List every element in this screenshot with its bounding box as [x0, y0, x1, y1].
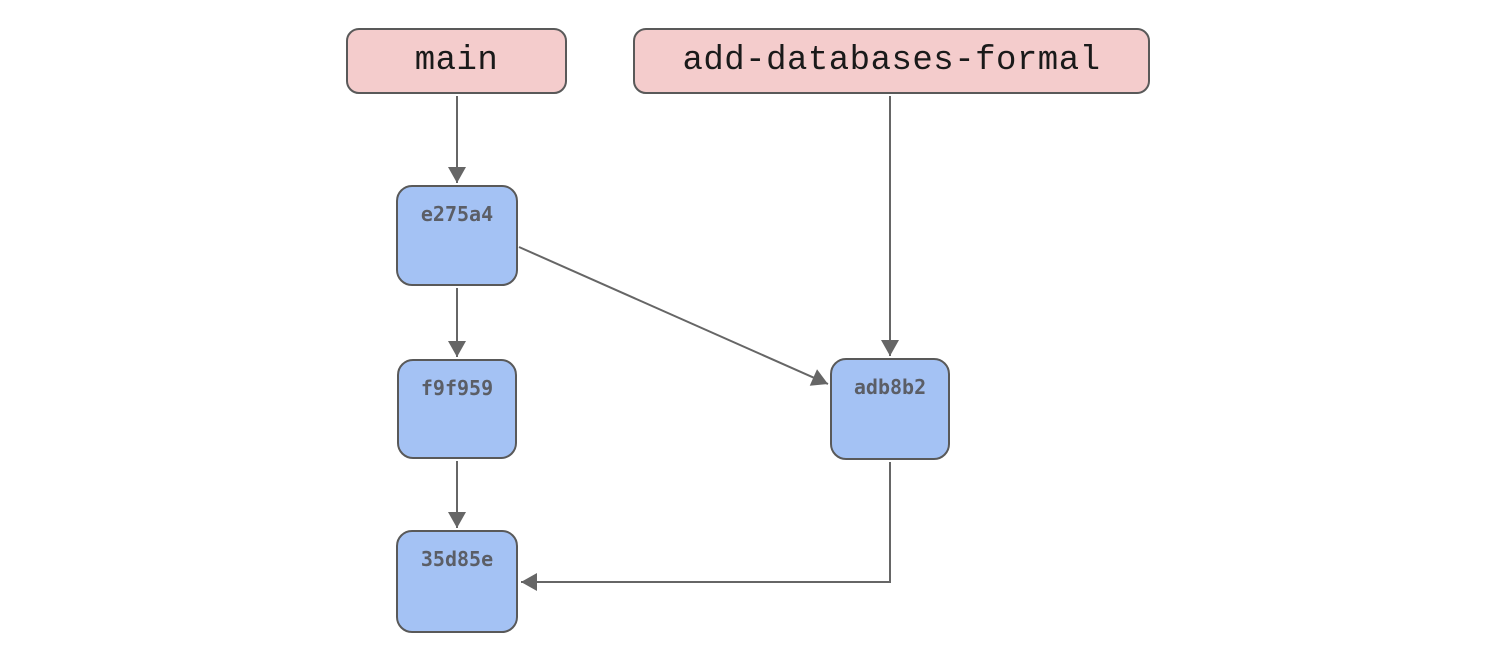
edge-adb8b2-to-35d85e — [521, 462, 891, 591]
commit-node-f9f959: f9f959 — [397, 359, 517, 459]
commit-label-f9f959: f9f959 — [420, 376, 494, 400]
commit-label-35d85e: 35d85e — [420, 547, 494, 571]
branch-node-main: main — [346, 28, 567, 94]
commit-label-adb8b2: adb8b2 — [853, 375, 927, 399]
commit-node-adb8b2: adb8b2 — [830, 358, 950, 460]
commit-label-e275a4: e275a4 — [420, 202, 494, 226]
branch-label-add-databases-formal: add-databases-formal — [682, 42, 1101, 80]
commit-node-e275a4: e275a4 — [396, 185, 518, 286]
branch-label-main: main — [414, 42, 499, 80]
commit-node-35d85e: 35d85e — [396, 530, 518, 633]
edge-e275a4-to-adb8b2 — [518, 246, 829, 386]
branch-node-add-databases-formal: add-databases-formal — [633, 28, 1150, 94]
